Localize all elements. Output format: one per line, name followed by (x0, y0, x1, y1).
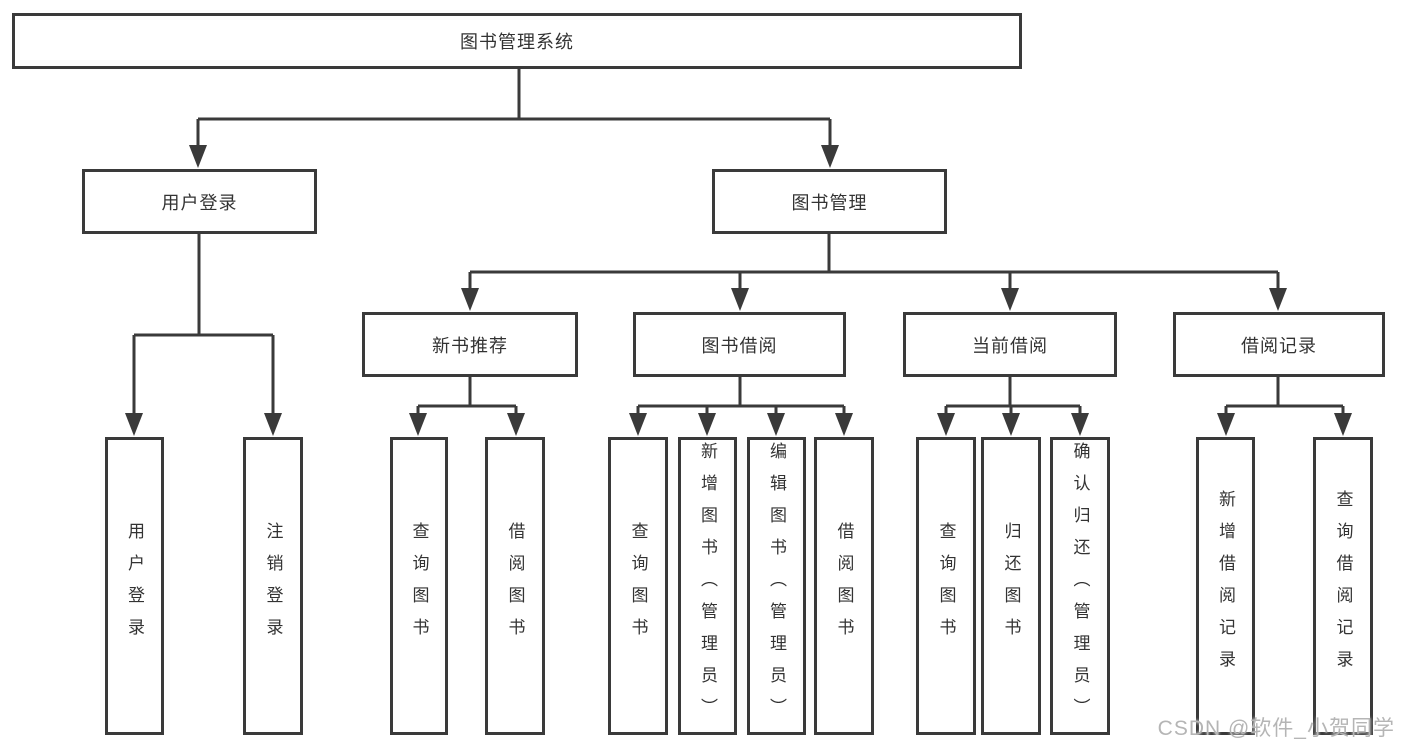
node-new-book-recommend: 新书推荐 (362, 312, 578, 377)
node-current-borrowing-label: 当前借阅 (972, 335, 1048, 356)
leaf-borrow-books-recommend-label: 借阅图书 (505, 522, 525, 650)
node-user-login: 用户登录 (82, 169, 317, 234)
leaf-user-login-label: 用户登录 (125, 522, 144, 650)
node-book-management-label: 图书管理 (791, 192, 868, 213)
leaf-add-borrow-record-label: 新增借阅记录 (1216, 490, 1235, 682)
leaf-confirm-return-admin: 确认归还（管理员） (1050, 437, 1110, 735)
node-current-borrowing: 当前借阅 (903, 312, 1117, 377)
leaf-return-book-label: 归还图书 (1001, 522, 1021, 650)
leaf-borrow-books-borrowing: 借阅图书 (814, 437, 874, 735)
leaf-add-book-admin: 新增图书（管理员） (678, 437, 737, 735)
node-book-borrowing-label: 图书借阅 (701, 335, 778, 356)
leaf-query-books-recommend: 查询图书 (390, 437, 448, 735)
leaf-query-borrow-record: 查询借阅记录 (1313, 437, 1373, 735)
leaf-add-borrow-record: 新增借阅记录 (1196, 437, 1255, 735)
node-book-management: 图书管理 (712, 169, 947, 234)
leaf-query-borrow-record-label: 查询借阅记录 (1333, 490, 1353, 682)
leaf-logout: 注销登录 (243, 437, 303, 735)
leaf-query-books-current-label: 查询图书 (936, 522, 956, 650)
leaf-confirm-return-admin-label: 确认归还（管理员） (1070, 442, 1090, 730)
csdn-watermark: CSDN @软件_小贺同学 (1157, 717, 1395, 740)
leaf-query-books-current: 查询图书 (916, 437, 976, 735)
leaf-query-books-borrowing-label: 查询图书 (628, 522, 648, 650)
node-borrowing-records: 借阅记录 (1173, 312, 1385, 377)
leaf-logout-label: 注销登录 (263, 522, 283, 650)
leaf-user-login: 用户登录 (105, 437, 164, 735)
node-new-book-recommend-label: 新书推荐 (432, 335, 508, 356)
leaf-borrow-books-recommend: 借阅图书 (485, 437, 545, 735)
leaf-borrow-books-borrowing-label: 借阅图书 (834, 522, 854, 650)
node-root-system: 图书管理系统 (12, 13, 1022, 69)
leaf-edit-book-admin: 编辑图书（管理员） (747, 437, 806, 735)
node-borrowing-records-label: 借阅记录 (1241, 335, 1317, 356)
leaf-query-books-borrowing: 查询图书 (608, 437, 668, 735)
leaf-edit-book-admin-label: 编辑图书（管理员） (767, 442, 786, 730)
leaf-add-book-admin-label: 新增图书（管理员） (698, 442, 717, 730)
node-user-login-label: 用户登录 (161, 192, 238, 213)
node-book-borrowing: 图书借阅 (633, 312, 846, 377)
leaf-query-books-recommend-label: 查询图书 (409, 522, 429, 650)
node-root-label: 图书管理系统 (460, 32, 574, 52)
leaf-return-book: 归还图书 (981, 437, 1041, 735)
